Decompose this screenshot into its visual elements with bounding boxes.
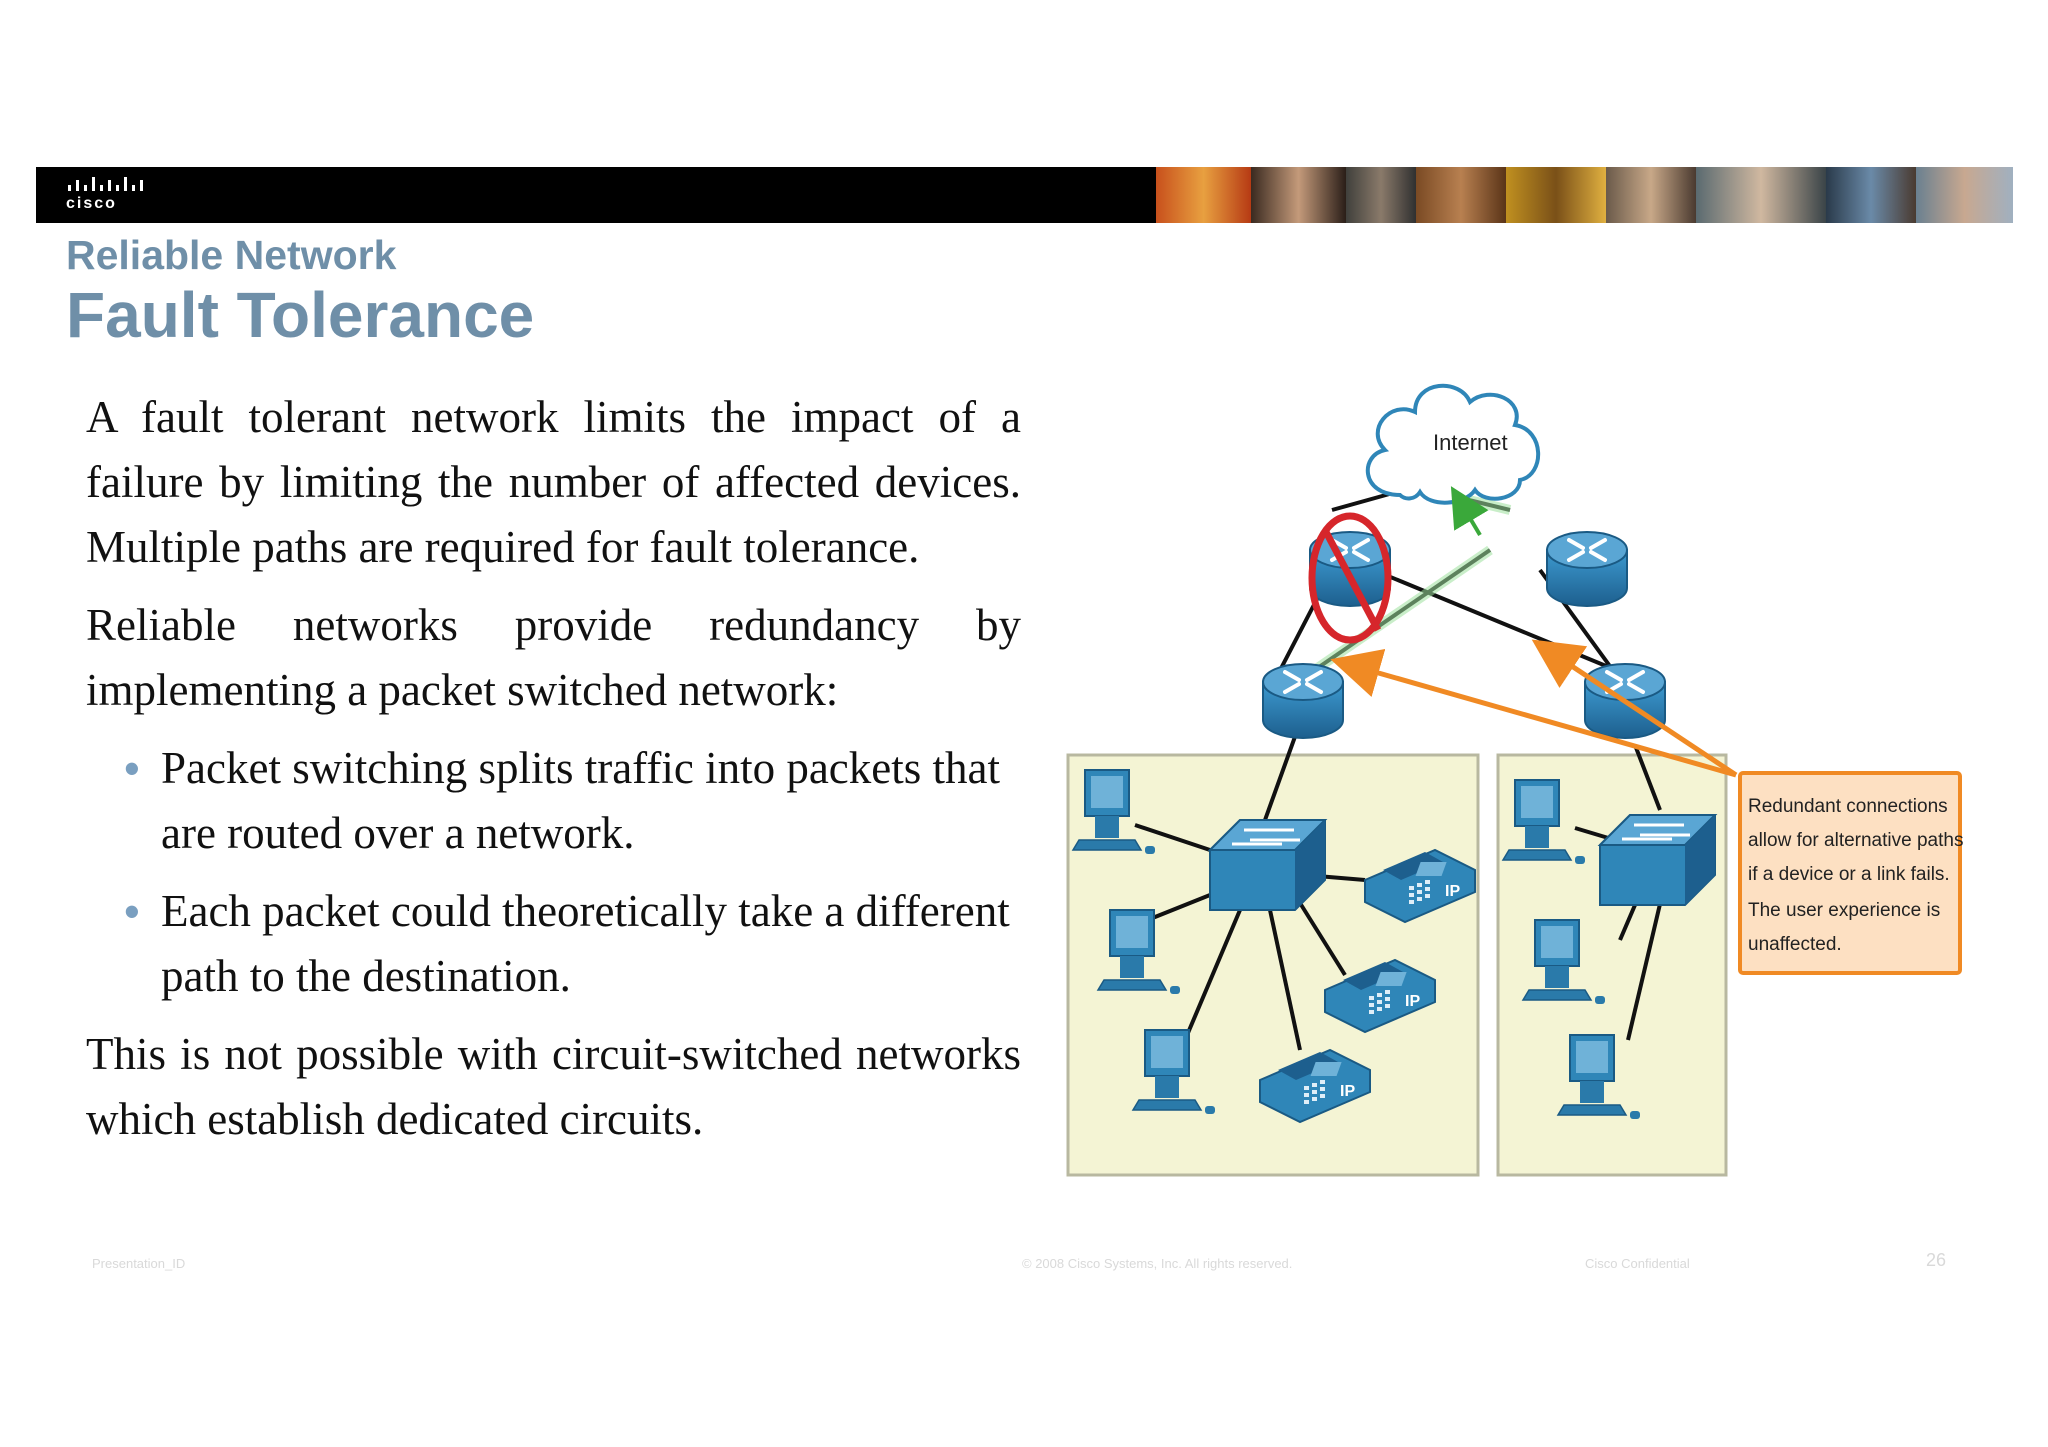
paragraph-fault-tolerant: A fault tolerant network limits the impa… — [86, 392, 1021, 572]
internet-label: Internet — [1433, 430, 1508, 455]
footer-copyright: © 2008 Cisco Systems, Inc. All rights re… — [1022, 1256, 1293, 1271]
network-diagram: IP — [1066, 383, 1963, 1177]
section-subtitle: Reliable Network — [66, 232, 397, 278]
callout-line: The user experience is — [1748, 900, 1940, 921]
callout-line: allow for alternative paths — [1748, 830, 1963, 851]
internet-cloud-icon — [1365, 383, 1541, 505]
callout-box — [1738, 771, 1962, 975]
switch-right-icon — [1598, 813, 1717, 907]
router-bottom-left-icon — [1261, 662, 1345, 740]
photo-strip — [1156, 167, 2013, 223]
switch-left-icon — [1208, 818, 1327, 912]
redundancy-arrows — [1330, 639, 1738, 778]
top-banner: cisco — [36, 167, 2013, 223]
bullet-text: Packet switching splits traffic into pac… — [161, 743, 1000, 858]
failure-icon — [1308, 512, 1392, 644]
bullet-text: Each packet could theoretically take a d… — [161, 886, 1010, 1001]
cisco-logo-text: cisco — [66, 195, 117, 212]
callout-line: if a device or a link fails. — [1748, 864, 1950, 885]
body-text: A fault tolerant network limits the impa… — [86, 385, 1021, 1165]
callout-line: Redundant connections — [1748, 796, 1948, 817]
slide-title: Fault Tolerance — [66, 279, 535, 351]
callout-line: unaffected. — [1748, 934, 1842, 955]
router-top-right-icon — [1545, 530, 1629, 608]
cisco-bars-icon — [68, 177, 143, 191]
footer-confidential: Cisco Confidential — [1585, 1256, 1690, 1271]
cisco-logo: cisco — [66, 175, 156, 217]
paragraph-circuit-switched: This is not possible with circuit-switch… — [86, 1029, 1021, 1144]
slide-number: 26 — [1926, 1250, 1947, 1270]
bullet-dot-icon: • — [124, 886, 140, 937]
paragraph-reliable-networks: Reliable networks provide redundancy by … — [86, 600, 1021, 715]
bullet-item: • Each packet could theoretically take a… — [86, 879, 1021, 1009]
bullet-item: • Packet switching splits traffic into p… — [86, 736, 1021, 866]
green-path-arrow-icon — [1450, 486, 1489, 537]
footer-presentation-id: Presentation_ID — [92, 1256, 186, 1271]
bullet-dot-icon: • — [124, 743, 140, 794]
